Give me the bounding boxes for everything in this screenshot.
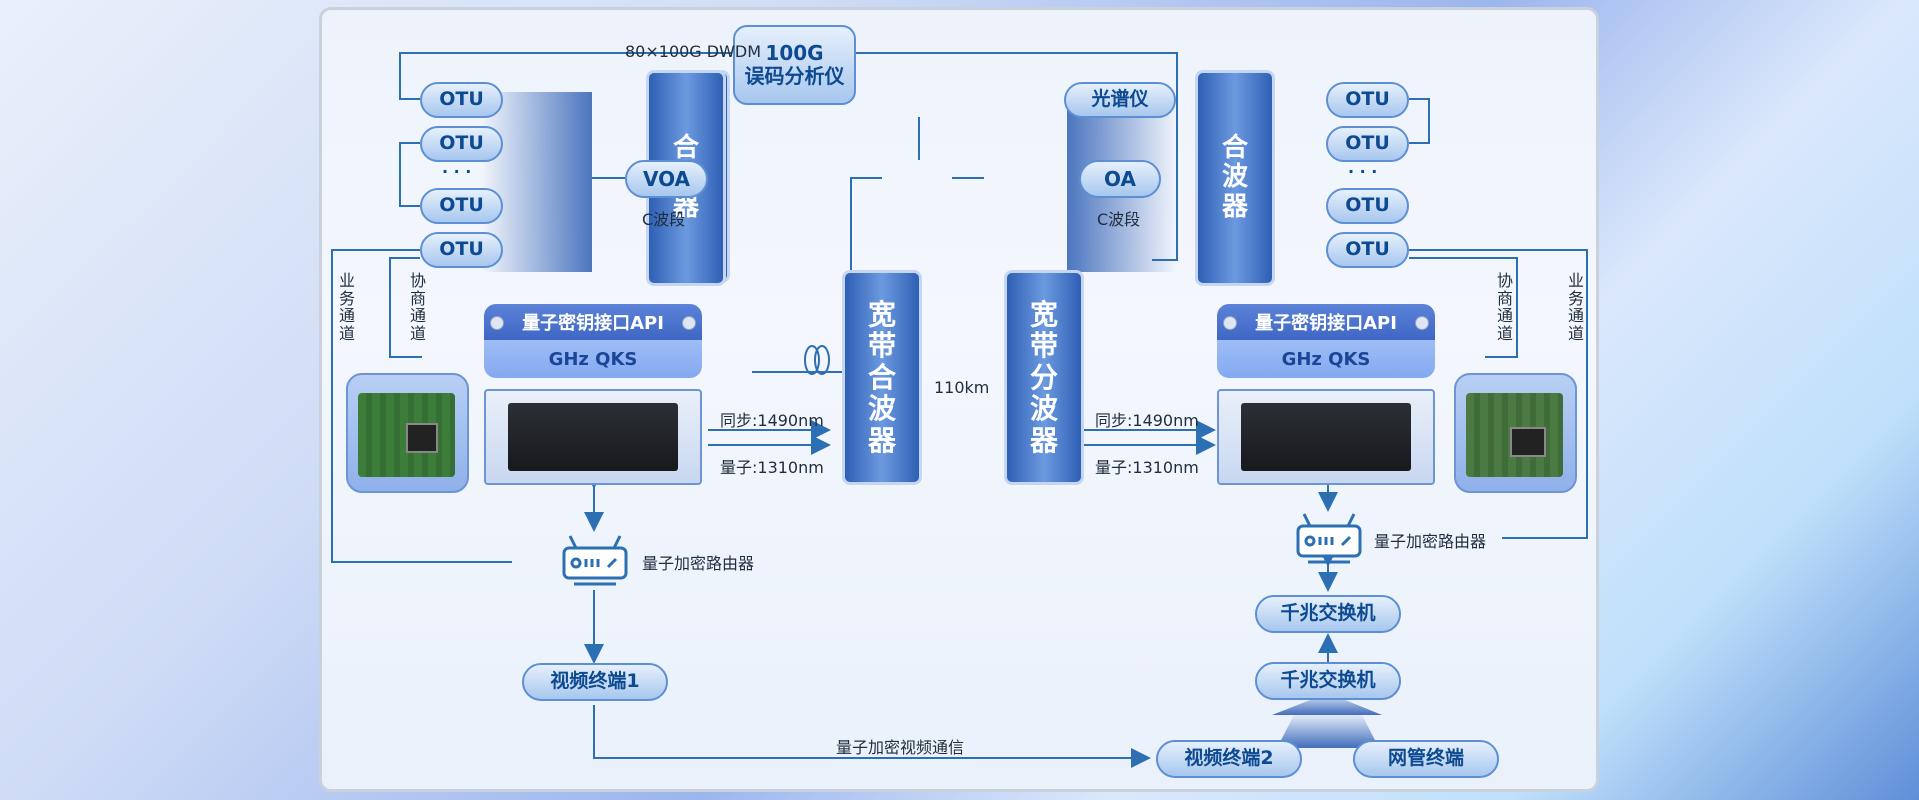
right-otu-2: OTU [1326,126,1409,162]
left-qkd-api: 量子密钥接口API [484,304,702,340]
left-quantum-label: 量子:1310nm [720,458,824,477]
left-otu-1: OTU [420,82,503,118]
osa: 光谱仪 [1064,82,1176,118]
pcb-icon [1466,393,1563,477]
ber-analyzer-line2: 误码分析仪 [744,64,845,88]
left-router-label: 量子加密路由器 [642,554,755,573]
broadband-mux-label: 宽带合波器 [868,298,897,457]
right-router-icon [1296,513,1362,564]
nms-terminal: 网管终端 [1353,740,1499,778]
right-otu-4: OTU [1326,232,1409,268]
right-otu-ellipsis: · · · [1348,162,1378,181]
left-business-line [331,249,512,563]
left-otu-2: OTU [420,126,503,162]
left-qkd-label: GHz QKS [484,340,702,378]
right-server [1217,389,1435,485]
right-otu-bracket-top [1409,98,1430,144]
left-otu-ellipsis: · · · [442,162,472,181]
right-business-channel-label: 业务通道 [1568,271,1585,343]
pcb-icon [358,393,455,477]
oa-band: C波段 [1097,210,1141,229]
ber-analyzer-line1: 100G [765,41,824,65]
screw-icon [490,316,504,330]
connection-lines [331,52,1588,768]
right-mux-column: 合波器 [1195,70,1275,286]
switch-fan [1272,693,1382,715]
left-server [484,389,702,485]
left-otu-3: OTU [420,188,503,224]
right-quantum-label: 量子:1310nm [1095,458,1199,477]
oa-bbdemux-line [850,177,882,270]
server-chassis-icon [1241,403,1411,471]
broadband-demux-label: 宽带分波器 [1030,298,1059,457]
right-qkd-api: 量子密钥接口API [1217,304,1435,340]
broadband-demux: 宽带分波器 [1004,270,1084,485]
right-negotiation-channel-label: 协商通道 [1497,271,1514,343]
fiber-length: 110km [934,378,990,397]
screw-icon [1223,316,1237,330]
left-router-icon [562,535,628,586]
left-negotiation-line [389,257,422,358]
dwdm-label: 80×100G DWDM [625,42,762,61]
broadband-mux: 宽带合波器 [842,270,922,485]
voa-band: C波段 [642,210,686,229]
left-qkd: 量子密钥接口API GHz QKS [484,304,702,378]
right-sync-label: 同步:1490nm [1095,411,1199,430]
right-otu-1: OTU [1326,82,1409,118]
chip-icon [1510,427,1546,457]
left-otu-bracket [399,142,420,207]
chip-icon [406,423,438,453]
gigabit-switch-2: 千兆交换机 [1255,662,1401,700]
right-mux-label: 合波器 [1222,133,1249,222]
oa: OA [1079,160,1161,198]
right-business-line [1409,249,1588,539]
screw-icon [1415,316,1429,330]
diagram-panel: 100G 误码分析仪 80×100G DWDM OTU OTU · · · OT… [319,7,1599,792]
video-terminal-2: 视频终端2 [1156,740,1302,778]
video-link-label: 量子加密视频通信 [836,738,965,757]
left-sync-label: 同步:1490nm [720,411,824,430]
left-business-channel-label: 业务通道 [339,271,356,343]
right-board [1454,373,1577,493]
left-board [346,373,469,493]
left-otu-4: OTU [420,232,503,268]
right-qkd-label: GHz QKS [1217,340,1435,378]
ber-analyzer: 100G 误码分析仪 [733,25,856,105]
right-otu-3: OTU [1326,188,1409,224]
gigabit-switch-1: 千兆交换机 [1255,595,1401,633]
right-negotiation-line [1409,257,1518,358]
dwdm-line-left [399,52,732,100]
screw-icon [682,316,696,330]
right-router-label: 量子加密路由器 [1374,532,1487,551]
video-terminal-1: 视频终端1 [522,663,668,701]
left-negotiation-channel-label: 协商通道 [410,271,427,343]
server-chassis-icon [508,403,678,471]
voa: VOA [625,160,708,198]
right-qkd: 量子密钥接口API GHz QKS [1217,304,1435,378]
